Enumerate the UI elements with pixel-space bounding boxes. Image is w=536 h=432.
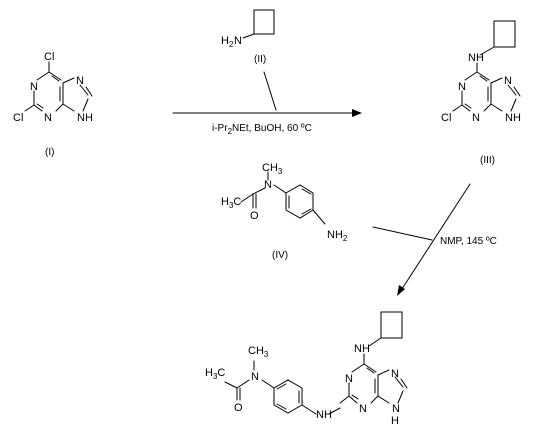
reaction-arrow-1: [172, 71, 362, 117]
atom-h2n-II-n: N: [234, 35, 242, 47]
compound-label-III: (III): [480, 155, 495, 166]
atom-n-IV: N: [264, 179, 272, 191]
compound-II-structure: [242, 9, 275, 39]
product-structure: [224, 311, 408, 415]
atom-n7-I: N: [76, 75, 84, 87]
atom-ch3-IV: H3C: [221, 196, 241, 210]
atom-ch3-acyl-P: H3C: [205, 367, 225, 381]
atom-h2n-II-h: H: [221, 35, 229, 47]
compound-label-II: (II): [254, 54, 266, 65]
conditions-step1: i-Pr2NEt, BuOH, 60 ºC: [212, 123, 312, 136]
atom-ch3-n-IV: CH3: [262, 162, 283, 176]
atom-n7-P: N: [391, 368, 399, 380]
atom-nh-III: NH: [468, 52, 484, 64]
atom-n1-III: N: [458, 81, 466, 93]
atom-n3-I: N: [44, 112, 52, 124]
atom-nh-link-P: N: [316, 409, 324, 421]
atom-n3-III: N: [472, 112, 480, 124]
atom-nh-cyclobutyl-P: NH: [354, 343, 370, 355]
compound-III-structure: [452, 20, 521, 112]
atom-n7-III: N: [504, 75, 512, 87]
atom-h-link-P: H: [324, 409, 332, 421]
atom-cl2-I: Cl: [13, 112, 23, 124]
atom-n3-P: N: [359, 403, 367, 415]
reaction-arrow-2: [372, 183, 471, 296]
atom-cl6-I: Cl: [44, 51, 54, 63]
compound-label-I: (I): [45, 147, 54, 158]
conditions-step2: NMP, 145 ºC: [440, 236, 497, 247]
atom-n9-III: N: [505, 112, 513, 124]
atom-n9-P: N: [392, 403, 400, 415]
atom-ch3-n-P: CH3: [248, 345, 269, 359]
atom-n1-I: N: [30, 81, 38, 93]
atom-nh2-IV: NH2: [327, 229, 348, 243]
compound-IV-structure: [240, 171, 326, 225]
atom-h9-III: H: [513, 112, 521, 124]
atom-n1-P: N: [345, 373, 353, 385]
atom-h9-P: H: [391, 415, 399, 427]
atom-n9-I: N: [77, 112, 85, 124]
compound-label-IV: (IV): [272, 250, 288, 261]
atom-h9-I: H: [85, 112, 93, 124]
atom-cl-III: Cl: [441, 112, 451, 124]
compound-I-structure: [24, 61, 93, 112]
atom-n-amide-P: N: [251, 371, 259, 383]
atom-o-IV: O: [250, 210, 259, 222]
atom-h2n-II-sub: 2: [229, 40, 234, 49]
atom-o-P: O: [234, 402, 243, 414]
